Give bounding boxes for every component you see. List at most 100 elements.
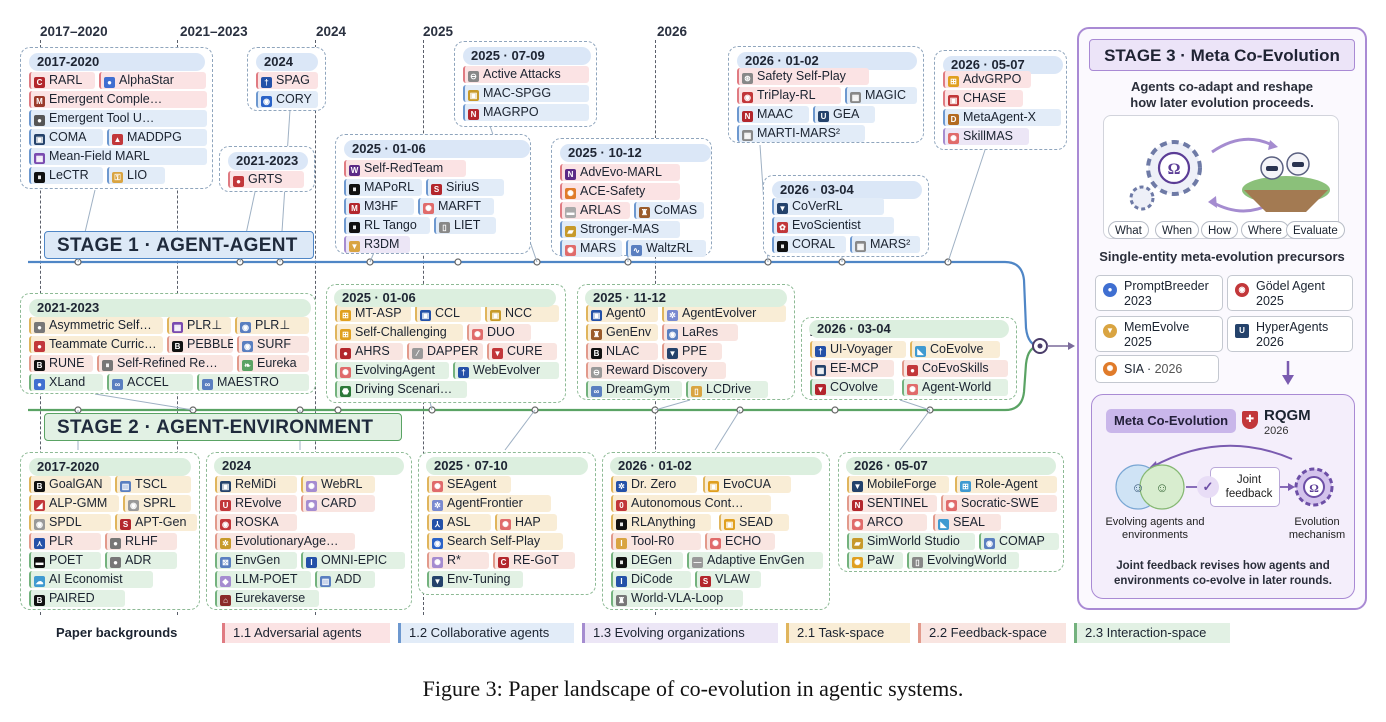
logo-icon: ✺: [306, 500, 317, 511]
box-title: 2025 · 07-10: [426, 457, 588, 475]
legend-item-feedback-space: 2.2 Feedback-space: [918, 623, 1066, 643]
paper-chip: ⊛Safety Self-Play: [737, 68, 869, 85]
paper-chip: ◉CORY: [256, 91, 318, 108]
paper-chip: ⌂Eurekaverse: [215, 590, 319, 607]
logo-icon: ✲: [220, 538, 231, 549]
paper-chip: ●Asymmetric Self…: [29, 317, 163, 334]
paper-chip: ☁AI Economist: [29, 571, 153, 588]
logo-icon: D: [948, 114, 959, 125]
paper-chip: ⊖Active Attacks: [463, 66, 589, 83]
down-arrow-icon: [1282, 361, 1294, 385]
logo-icon: ✺: [948, 133, 959, 144]
logo-icon: ✺: [423, 203, 434, 214]
logo-icon: †: [815, 346, 826, 357]
meta-label: Meta Co-Evolution: [1106, 409, 1237, 433]
paper-chip: ⏸Self-Refined Re…: [97, 355, 233, 372]
legend-item-organizations: 1.3 Evolving organizations: [582, 623, 778, 643]
paper-chip: ▣ReMiDi: [215, 476, 297, 493]
paper-chip: ✿EvoScientist: [772, 217, 894, 234]
logo-icon: N: [852, 500, 863, 511]
paper-chip: ⊞MT-ASP: [335, 305, 411, 322]
paper-chip: ◉PLR⊥: [235, 317, 309, 334]
paper-chip: ⋏PLR: [29, 533, 101, 550]
logo-icon: ∞: [591, 386, 602, 397]
logo-icon: ✺: [500, 519, 511, 530]
logo-icon: ✺: [306, 481, 317, 492]
logo-icon: N: [565, 169, 576, 180]
paper-chip: ✺WebRL: [301, 476, 375, 493]
paper-chip: ⅄ASL: [427, 514, 491, 531]
paper-chip: ✺PaW: [847, 552, 903, 569]
pill-evaluate: Evaluate: [1286, 221, 1345, 239]
logo-icon: ▼: [852, 481, 863, 492]
logo-icon: ●: [233, 176, 244, 187]
logo-icon: ▣: [490, 310, 501, 321]
logo-icon: ⬣: [340, 386, 351, 397]
paper-chip: ▯LIET: [434, 217, 496, 234]
paper-chip: ▼CoVerRL: [772, 198, 884, 215]
paper-chip: ▦Mean-Field MARL: [29, 148, 207, 165]
logo-icon: ☁: [34, 576, 45, 587]
logo-icon: ▣: [591, 310, 602, 321]
logo-icon: U: [1235, 324, 1249, 338]
year-2021-2023: 2021–2023: [180, 24, 248, 39]
paper-chip: ✺EvolvingAgent: [335, 362, 449, 379]
logo-icon: ✺: [565, 188, 576, 199]
logo-icon: ●: [1103, 283, 1117, 297]
box-s1-2021-2023: 2021-2023 ●GRTS: [219, 146, 315, 192]
box-title: 2025 · 10-12: [560, 144, 711, 162]
logo-icon: —: [692, 557, 703, 568]
paper-chip: ✺MARS: [560, 240, 622, 257]
logo-icon: ▣: [948, 95, 959, 106]
paper-chip: ▣MAC-SPGG: [463, 85, 589, 102]
logo-icon: ⏸: [34, 172, 45, 183]
logo-icon: B: [34, 360, 45, 371]
logo-icon: ●: [34, 322, 45, 333]
box-title: 2026 · 01-02: [737, 52, 917, 70]
stage1-label: STAGE 1 · AGENT-AGENT: [44, 231, 314, 259]
logo-icon: ⊞: [340, 310, 351, 321]
paper-chip: ▣EvoCUA: [703, 476, 791, 493]
paper-chip: ▬ARLAS: [560, 202, 630, 219]
logo-icon: ◉: [261, 96, 272, 107]
paper-chip: ✺DUO: [467, 324, 531, 341]
logo-icon: C: [498, 557, 509, 568]
box-s1-2025-07-09: 2025 · 07-09 ⊖Active Attacks ▣MAC-SPGG N…: [454, 41, 597, 127]
paper-chip: ▣CCL: [415, 305, 481, 322]
logo-icon: ✿: [777, 222, 788, 233]
logo-icon: ✲: [616, 481, 627, 492]
paper-chip: ⊞Role-Agent: [955, 476, 1057, 493]
legend-title: Paper backgrounds: [56, 625, 178, 640]
paper-chip: ●AlphaStar: [99, 72, 206, 89]
paper-chip: ●GRTS: [228, 171, 304, 188]
paper-chip: ▥TSCL: [115, 476, 191, 493]
logo-icon: ✺: [710, 538, 721, 549]
paper-chip: ▦MARTI-MARS²: [737, 125, 865, 142]
joint-feedback-label: Joint feedback: [1225, 474, 1273, 500]
logo-icon: ▦: [172, 322, 183, 333]
paper-chip: ▼CURE: [487, 343, 557, 360]
paper-chip: ✺SkillMAS: [943, 128, 1029, 145]
paper-chip: ✺ACE-Safety: [560, 183, 680, 200]
pill-when: When: [1155, 221, 1200, 239]
paper-chip: ◉Search Self-Play: [427, 533, 563, 550]
paper-chip: ▣NCC: [485, 305, 559, 322]
paper-chip: ✺Socratic-SWE: [941, 495, 1057, 512]
logo-icon: ▼: [815, 384, 826, 395]
logo-icon: I: [616, 538, 627, 549]
legend-item-interaction-space: 2.3 Interaction-space: [1074, 623, 1230, 643]
logo-icon: ✺: [432, 557, 443, 568]
logo-icon: 0: [616, 500, 627, 511]
paper-chip: ∞ACCEL: [107, 374, 193, 391]
check-icon: ✓: [1197, 476, 1219, 498]
logo-icon: ✲: [667, 310, 678, 321]
logo-icon: ◉: [1235, 283, 1249, 297]
